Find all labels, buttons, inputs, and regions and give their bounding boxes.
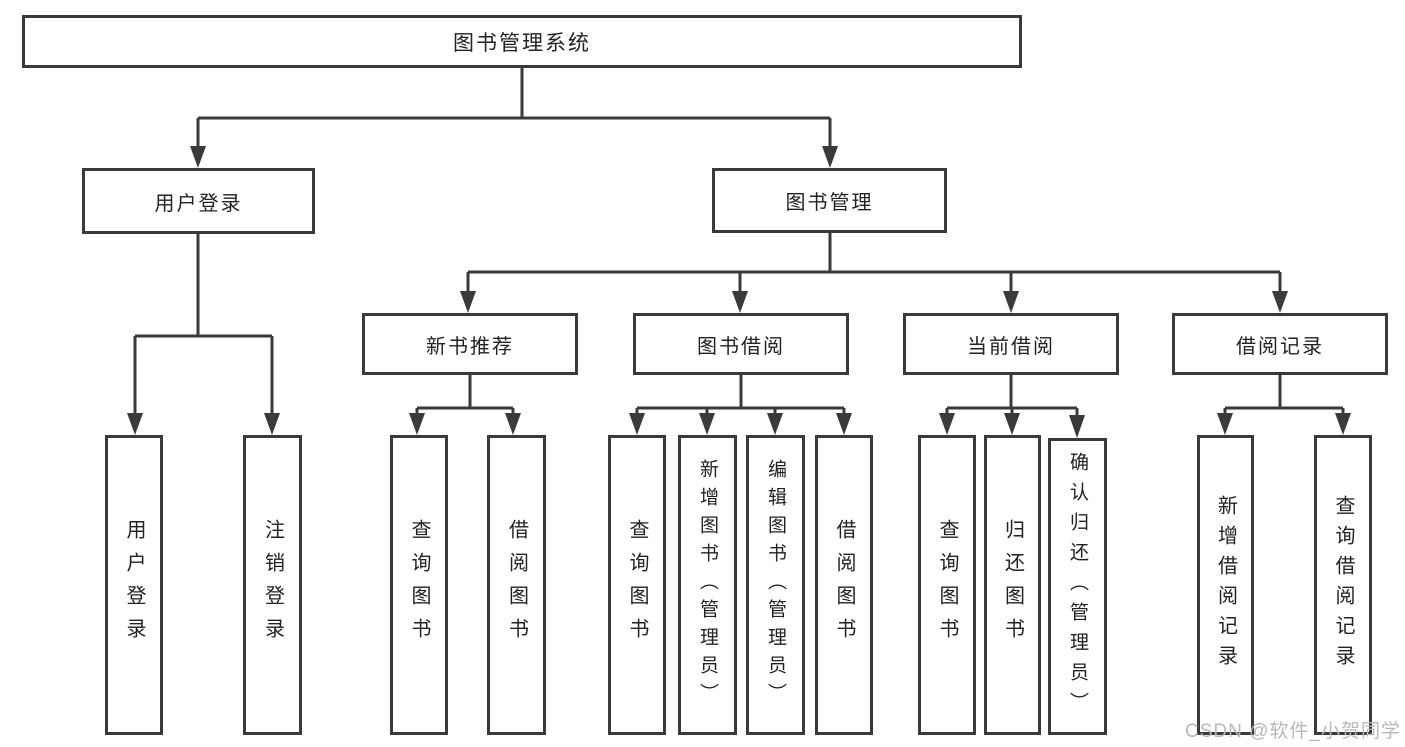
node-leaf-current-return: 归还图书 xyxy=(984,435,1041,735)
node-leaf-current-return-label: 归还图书 xyxy=(1001,519,1024,651)
arrow-icon xyxy=(732,291,748,313)
arrow-icon xyxy=(1003,291,1019,313)
node-leaf-current-confirm: 确认归还（管理员） xyxy=(1048,438,1107,735)
arrow-icon xyxy=(699,413,715,435)
node-new-books-label: 新书推荐 xyxy=(426,335,514,358)
node-leaf-newbooks-borrow-label: 借阅图书 xyxy=(505,519,528,651)
arrow-icon xyxy=(767,413,783,435)
node-book-management: 图书管理 xyxy=(712,168,947,233)
node-user-login-label: 用户登录 xyxy=(154,192,243,215)
arrow-icon xyxy=(629,413,645,435)
node-borrow-records: 借阅记录 xyxy=(1172,313,1388,375)
arrow-icon xyxy=(1069,415,1085,438)
arrow-icon xyxy=(505,413,521,435)
node-leaf-borrow-add: 新增图书（管理员） xyxy=(678,435,737,735)
watermark: CSDN @软件_小贺同学 xyxy=(1185,721,1401,742)
node-leaf-newbooks-query: 查询图书 xyxy=(390,435,448,735)
node-new-books: 新书推荐 xyxy=(362,313,578,375)
node-leaf-borrow-query: 查询图书 xyxy=(608,435,666,735)
node-leaf-logout: 注销登录 xyxy=(243,435,302,735)
arrow-icon xyxy=(264,413,280,435)
arrow-icon xyxy=(127,413,143,435)
connector-bookmgmt-to-level2 xyxy=(466,233,1282,295)
node-book-management-label: 图书管理 xyxy=(785,192,874,214)
node-leaf-newbooks-query-label: 查询图书 xyxy=(408,519,430,651)
node-leaf-current-query-label: 查询图书 xyxy=(936,519,958,651)
node-user-login: 用户登录 xyxy=(82,168,315,234)
arrow-icon xyxy=(822,146,838,168)
node-leaf-borrow-add-label: 新增图书（管理员） xyxy=(697,459,718,711)
arrow-icon xyxy=(1217,413,1233,435)
connector-newbooks-to-leaves xyxy=(415,375,515,416)
connector-userlogin-to-leaves xyxy=(133,234,274,416)
node-leaf-records-add: 新增借阅记录 xyxy=(1197,435,1254,735)
arrow-icon xyxy=(836,413,852,435)
node-book-borrow-label: 图书借阅 xyxy=(697,335,785,358)
arrow-icon xyxy=(190,146,206,168)
connector-records-to-leaves xyxy=(1223,375,1345,416)
node-leaf-current-query: 查询图书 xyxy=(918,435,976,735)
connector-bookborrow-to-leaves xyxy=(635,375,846,416)
node-root: 图书管理系统 xyxy=(22,15,1022,68)
arrow-icon xyxy=(460,291,476,313)
node-leaf-borrow-edit-label: 编辑图书（管理员） xyxy=(765,459,786,711)
arrow-icon xyxy=(1004,413,1020,435)
node-leaf-records-query: 查询借阅记录 xyxy=(1314,435,1372,735)
node-leaf-current-confirm-label: 确认归还（管理员） xyxy=(1067,451,1088,722)
node-leaf-user-login: 用户登录 xyxy=(105,435,163,735)
node-current-borrow: 当前借阅 xyxy=(903,313,1119,375)
node-leaf-borrow-edit: 编辑图书（管理员） xyxy=(746,435,805,735)
arrow-icon xyxy=(1272,291,1288,313)
node-leaf-borrow-borrow-label: 借阅图书 xyxy=(833,519,855,651)
node-leaf-borrow-query-label: 查询图书 xyxy=(626,519,648,651)
node-current-borrow-label: 当前借阅 xyxy=(967,335,1055,358)
node-leaf-newbooks-borrow: 借阅图书 xyxy=(487,435,546,735)
node-leaf-records-query-label: 查询借阅记录 xyxy=(1332,495,1354,675)
node-leaf-user-login-label: 用户登录 xyxy=(123,519,145,651)
node-borrow-records-label: 借阅记录 xyxy=(1236,335,1324,358)
connector-root-to-level1 xyxy=(196,68,832,150)
connector-currentborrow-to-leaves xyxy=(945,375,1079,416)
node-leaf-borrow-borrow: 借阅图书 xyxy=(815,435,873,735)
arrowheads xyxy=(127,146,1351,438)
arrow-icon xyxy=(939,413,955,435)
node-book-borrow: 图书借阅 xyxy=(633,313,849,375)
node-root-label: 图书管理系统 xyxy=(453,31,591,55)
arrow-icon xyxy=(409,413,425,435)
node-leaf-logout-label: 注销登录 xyxy=(261,519,284,651)
arrow-icon xyxy=(1335,413,1351,435)
node-leaf-records-add-label: 新增借阅记录 xyxy=(1214,495,1237,675)
